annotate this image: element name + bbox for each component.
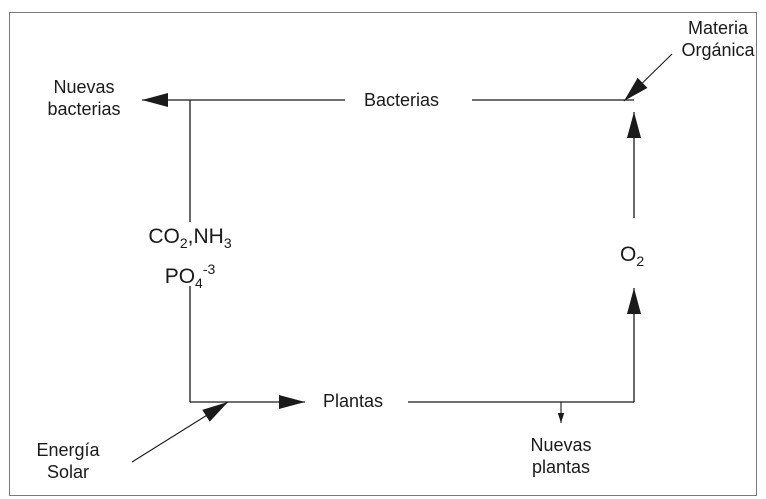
formula-line-2: PO4-3 (128, 256, 252, 296)
formula-o2: O2 (620, 243, 645, 269)
label-nuevas-plantas: Nuevas plantas (514, 434, 608, 478)
label-nuevas-p: Nuevas (530, 435, 592, 455)
label-plantas: Plantas (323, 391, 384, 411)
label-energia: Energía (36, 440, 100, 460)
label-materia: Materia (687, 18, 749, 38)
label-plantas-p: plantas (531, 457, 591, 477)
label-materia-organica: Materia Orgánica (672, 17, 764, 61)
formula-po4: PO4-3 (164, 261, 216, 291)
label-solar: Solar (46, 462, 90, 482)
formula-co2: CO2 (148, 225, 188, 251)
label-nuevas-bacterias: Nuevas bacterias (34, 76, 134, 120)
arrow-energia-solar (131, 401, 229, 463)
label-bacterias: Bacterias (364, 90, 440, 110)
formula-nh3: NH3 (193, 225, 232, 251)
label-energia-solar: Energía Solar (22, 439, 114, 483)
formula-line-1: CO2,NH3 (148, 225, 232, 251)
label-organica: Orgánica (681, 40, 755, 60)
label-nuevas-b: Nuevas (53, 77, 115, 97)
label-bacterias-b: bacterias (47, 99, 121, 119)
formula-nutrientes: CO2,NH3 PO4-3 (128, 224, 252, 296)
arrow-materia-organica (623, 53, 673, 102)
diagram-frame (9, 12, 757, 496)
